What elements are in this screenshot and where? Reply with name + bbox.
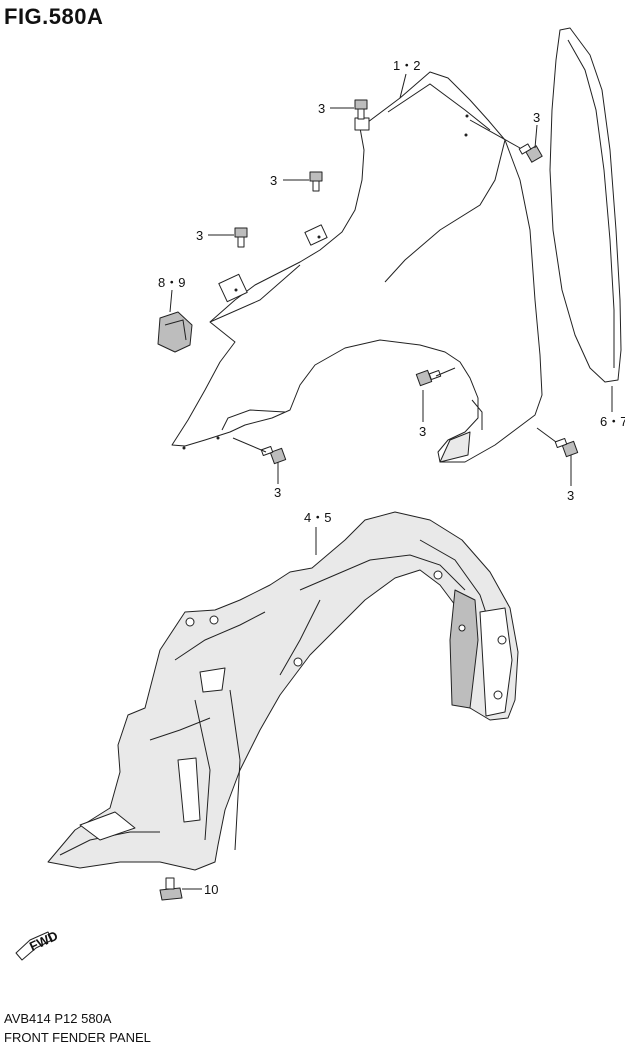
callout-bolt-5: 3: [419, 424, 426, 439]
callout-fender: 1・2: [393, 58, 420, 73]
callout-garnish: 6・7: [600, 414, 625, 429]
callout-inner-fender: 4・5: [304, 510, 331, 525]
fwd-arrow-icon: FWD: [15, 928, 60, 961]
fwd-label: FWD: [27, 928, 60, 954]
bolt-7: [554, 437, 579, 458]
figure-title: FIG.580A: [4, 4, 104, 29]
fender-garnish: [549, 27, 622, 383]
bolt-5: [415, 369, 442, 387]
callout-bolt-3: 3: [196, 228, 203, 243]
callout-bolt-1: 3: [318, 101, 325, 116]
figure-code: AVB414 P12 580A: [4, 1011, 112, 1026]
front-fender-panel: [171, 71, 543, 463]
clip: [159, 877, 183, 901]
bolt-4: [518, 143, 543, 163]
leader-lines: [169, 73, 613, 890]
figure-name: FRONT FENDER PANEL: [4, 1030, 151, 1045]
callout-clip: 10: [204, 882, 218, 897]
callout-bracket: 8・9: [158, 275, 185, 290]
fender-bracket: [157, 311, 193, 353]
callout-bolt-4: 3: [533, 110, 540, 125]
inner-fender-liner: [47, 511, 519, 871]
bolt-2: [309, 171, 323, 192]
bolt-6: [260, 445, 287, 465]
bolt-3: [234, 227, 248, 248]
callout-bolt-2: 3: [270, 173, 277, 188]
callout-bolt-7: 3: [567, 488, 574, 503]
callout-bolt-6: 3: [274, 485, 281, 500]
bolt-1: [354, 99, 368, 120]
